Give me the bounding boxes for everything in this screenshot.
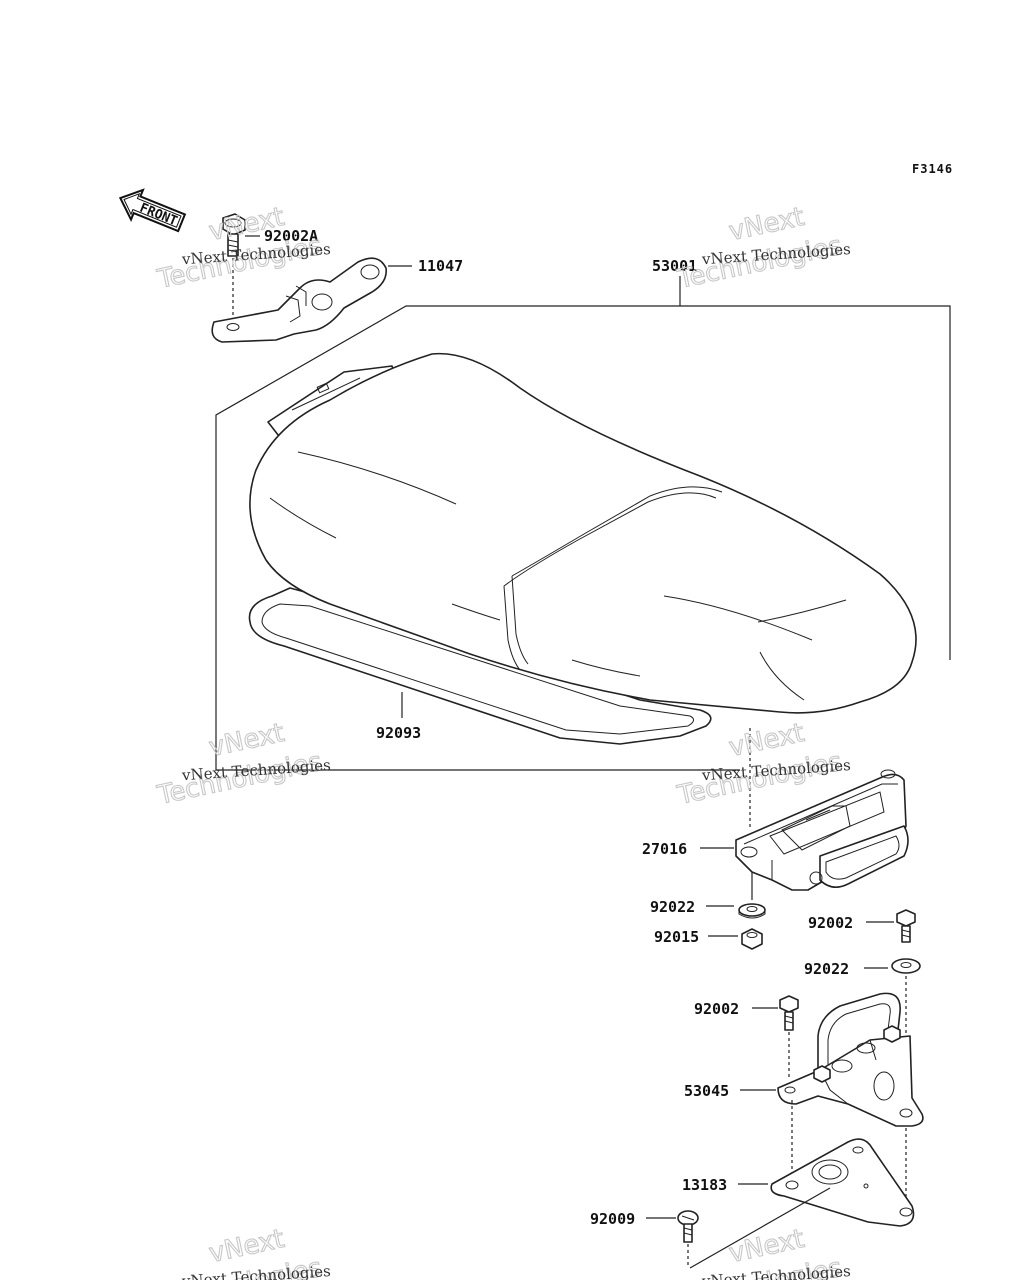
part-label-92002a: 92002A	[264, 227, 318, 245]
bracket-53045	[777, 992, 924, 1127]
part-label-11047: 11047	[418, 257, 463, 275]
bolt-92002-left	[779, 995, 799, 1031]
nut-92015	[741, 928, 763, 950]
front-arrow-icon: FRONT	[118, 188, 187, 233]
part-label-53001: 53001	[652, 257, 697, 275]
seat-lock-27016	[735, 769, 909, 891]
svg-text:vNext Technologies: vNext Technologies	[180, 1262, 331, 1280]
part-label-27016: 27016	[642, 840, 687, 858]
part-label-53045: 53045	[684, 1082, 729, 1100]
plate-13183	[770, 1138, 915, 1227]
part-label-92002-b: 92002	[694, 1000, 739, 1018]
svg-text:vNext Technologies: vNext Technologies	[700, 1262, 851, 1280]
part-label-92002-a: 92002	[808, 914, 853, 932]
bolt-92002-right	[896, 909, 916, 943]
seat-53001	[248, 352, 917, 745]
watermark-bottom-right: vNext Technologies vNext Technologies	[674, 1223, 852, 1280]
screw-92009	[677, 1210, 699, 1243]
part-label-92093: 92093	[376, 724, 421, 742]
part-label-92022-b: 92022	[804, 960, 849, 978]
watermark-bottom-left: vNext Technologies vNext Technologies	[154, 1223, 332, 1280]
bolt-92002a	[222, 213, 246, 320]
watermark-mid-left: vNext Technologies vNext Technologies	[154, 717, 332, 811]
figure-code: F3146	[912, 162, 953, 176]
part-label-13183: 13183	[682, 1176, 727, 1194]
watermark-top-left: vNext Technologies vNext Technologies	[154, 201, 332, 295]
part-label-92009: 92009	[590, 1210, 635, 1228]
watermark-top-right: vNext Technologies vNext Technologies	[674, 201, 852, 295]
part-label-92022-a: 92022	[650, 898, 695, 916]
bracket-11047	[211, 257, 388, 343]
washer-92022-b	[891, 958, 921, 974]
part-label-92015: 92015	[654, 928, 699, 946]
washer-92022-a	[738, 903, 766, 919]
